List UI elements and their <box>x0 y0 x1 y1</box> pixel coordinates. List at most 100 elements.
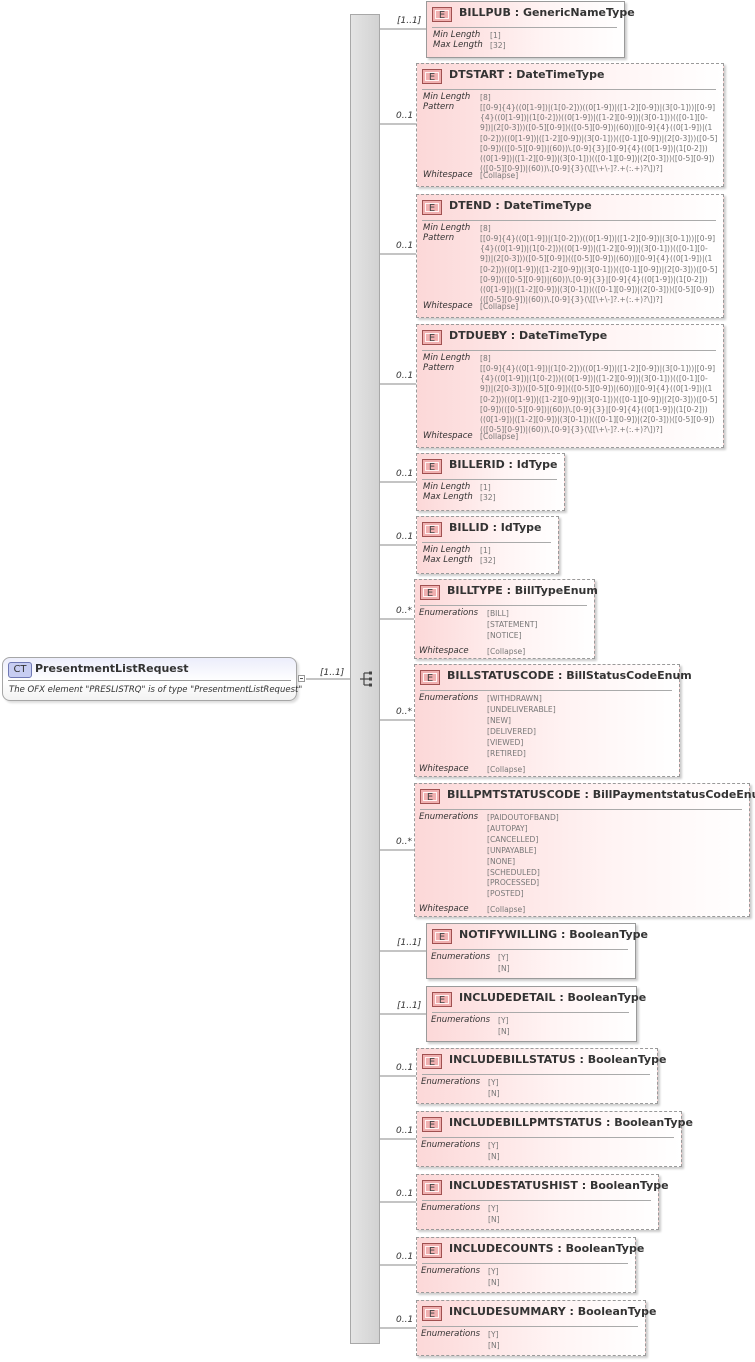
type-separator: : <box>565 1305 578 1318</box>
facet-label: Enumerations <box>419 693 479 703</box>
element-title: INCLUDEBILLPMTSTATUS : BooleanType <box>449 1116 693 1129</box>
enum-value: [WITHDRAWN] <box>487 694 542 703</box>
divider <box>422 1074 650 1075</box>
enum-value: [NEW] <box>487 715 511 725</box>
element-badge: E <box>422 1180 442 1195</box>
collapse-toggle-icon[interactable] <box>298 675 305 682</box>
element-name: NOTIFYWILLING <box>459 928 558 941</box>
element-multiplicity: 0..1 <box>396 1189 414 1199</box>
facet-label: Enumerations <box>421 1266 481 1276</box>
element-title: BILLSTATUSCODE : BillStatusCodeEnum <box>447 669 692 682</box>
element-badge: E <box>422 459 442 474</box>
type-separator: : <box>491 199 504 212</box>
element-multiplicity: 0..* <box>396 837 412 847</box>
element-type: DateTimeType <box>516 68 605 81</box>
divider <box>422 89 716 90</box>
element-type: BooleanType <box>567 991 647 1004</box>
facet-label: Whitespace <box>423 170 473 180</box>
type-separator: : <box>510 6 523 19</box>
element-name: DTEND <box>449 199 492 212</box>
facet-value: [1] <box>480 546 491 555</box>
enum-value: [PROCESSED] <box>487 878 540 888</box>
element-badge: E <box>422 1306 442 1321</box>
sequence-bar <box>350 14 380 1344</box>
type-separator: : <box>602 1116 615 1129</box>
facet-label: Min Length <box>433 30 481 40</box>
divider <box>422 542 551 543</box>
facet-label: Whitespace <box>423 431 473 441</box>
divider <box>432 27 617 28</box>
facet-value: [Collapse] <box>487 765 526 774</box>
element-badge: E <box>420 670 440 685</box>
type-separator: : <box>554 669 567 682</box>
element-badge: E <box>422 69 442 84</box>
element-type: BillTypeEnum <box>514 584 598 597</box>
facet-value: [32] <box>480 556 496 565</box>
type-separator: : <box>502 584 515 597</box>
facet-label: Whitespace <box>419 646 469 656</box>
element-multiplicity: 0..1 <box>396 241 414 251</box>
element-type: BooleanType <box>565 1242 645 1255</box>
enum-value: [Y] <box>488 1078 499 1087</box>
element-type: GenericNameType <box>522 6 635 19</box>
divider <box>432 949 628 950</box>
element-badge: E <box>420 789 440 804</box>
element-badge: E <box>422 522 442 537</box>
element-multiplicity: [1..1] <box>397 938 422 948</box>
element-title: BILLPUB : GenericNameType <box>459 6 635 19</box>
element-type: BooleanType <box>614 1116 693 1129</box>
divider <box>422 1326 638 1327</box>
divider <box>432 1012 629 1013</box>
element-type: DateTimeType <box>503 199 592 212</box>
element-badge: E <box>422 1054 442 1069</box>
element-badge: E <box>432 929 452 944</box>
facet-label: Pattern <box>423 233 455 243</box>
type-separator: : <box>555 991 568 1004</box>
enum-value: [NONE] <box>487 856 516 866</box>
divider <box>420 605 587 606</box>
pattern-value: [[0-9]{4}((0[1-9])|(1[0-2]))((0[1-9])|([… <box>480 364 718 434</box>
element-type: BooleanType <box>587 1053 667 1066</box>
facet-value: [Collapse] <box>480 171 519 180</box>
enum-value: [AUTOPAY] <box>487 823 528 833</box>
enum-value: [VIEWED] <box>487 737 524 747</box>
enum-value: [Y] <box>498 1016 509 1025</box>
element-name: INCLUDEBILLSTATUS <box>449 1053 576 1066</box>
enum-value: [N] <box>488 1340 500 1350</box>
enum-value: [N] <box>488 1151 500 1161</box>
element-badge: E <box>422 330 442 345</box>
facet-label: Enumerations <box>421 1077 481 1087</box>
element-multiplicity: 0..1 <box>396 532 414 542</box>
element-multiplicity: [1..1] <box>397 1001 422 1011</box>
divider <box>422 479 557 480</box>
element-name: INCLUDESUMMARY <box>449 1305 566 1318</box>
element-multiplicity: 0..1 <box>396 1315 414 1325</box>
facet-label: Min Length <box>423 482 471 492</box>
type-separator: : <box>504 68 517 81</box>
divider <box>420 690 672 691</box>
element-name: BILLTYPE <box>447 584 503 597</box>
enum-value: [N] <box>488 1214 500 1224</box>
element-name: BILLID <box>449 521 489 534</box>
facet-label: Enumerations <box>431 1015 491 1025</box>
divider <box>422 1137 674 1138</box>
facet-label: Pattern <box>423 363 455 373</box>
element-title: BILLERID : IdType <box>449 458 557 471</box>
enum-value: [PAIDOUTOFBAND] <box>487 813 559 822</box>
